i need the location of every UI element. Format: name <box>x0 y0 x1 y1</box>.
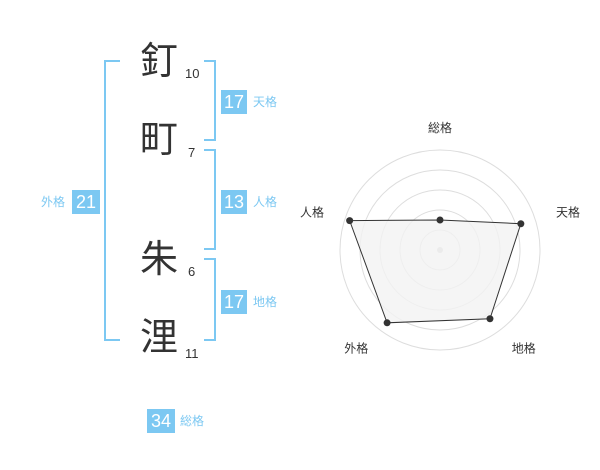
stroke-count-1: 10 <box>185 66 200 81</box>
jinkaku-value: 13 <box>221 190 247 214</box>
radar-point-5 <box>346 217 354 225</box>
radar-axis-label-5: 人格 <box>300 204 324 219</box>
tenkaku-bracket <box>204 60 216 141</box>
radar-axis-label-4: 外格 <box>344 341 368 356</box>
chikaku-bracket <box>204 258 216 341</box>
name-char-1: 釘 <box>140 39 179 83</box>
radar-point-1 <box>436 216 444 224</box>
name-char-3: 朱 <box>140 237 179 281</box>
stroke-count-2: 7 <box>188 145 196 160</box>
gaikaku-bracket <box>104 60 120 341</box>
name-char-2: 町 <box>140 117 179 161</box>
radar-axis-label-3: 地格 <box>512 341 536 356</box>
tenkaku-value: 17 <box>221 90 247 114</box>
radar-point-3 <box>486 315 494 323</box>
radar-points <box>346 216 525 327</box>
radar-point-4 <box>383 319 391 327</box>
soukaku-value: 34 <box>147 409 175 433</box>
stroke-count-4: 11 <box>185 346 199 361</box>
stroke-count-3: 6 <box>188 264 196 279</box>
gaikaku-value: 21 <box>72 190 100 214</box>
chikaku-value: 17 <box>221 290 247 314</box>
jinkaku-label: 人格 <box>253 195 278 209</box>
soukaku-label: 総格 <box>180 414 205 428</box>
radar-grid-ring <box>339 149 541 351</box>
gaikaku-label: 外格 <box>41 195 66 209</box>
radar-axis-label-2: 天格 <box>556 204 580 219</box>
chikaku-label: 地格 <box>253 295 278 309</box>
tenkaku-label: 天格 <box>253 95 278 109</box>
radar-axis-label-1: 総格 <box>428 120 452 135</box>
name-char-4: 浬 <box>140 315 179 359</box>
radar-point-2 <box>517 220 525 228</box>
jinkaku-bracket <box>204 149 216 250</box>
radar-area <box>348 219 522 324</box>
